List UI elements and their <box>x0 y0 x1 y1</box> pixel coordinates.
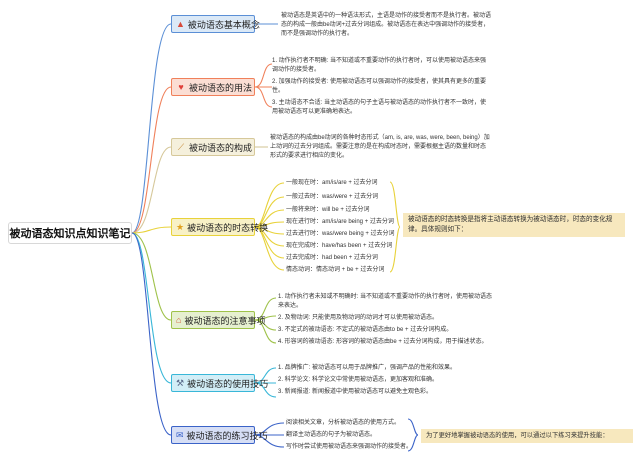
description-text: 2. 科学论文: 科学论文中常使用被动语态，更加客观和准确。 <box>278 377 439 383</box>
branch-structure[interactable]: ⟋ 被动语态的构成 <box>171 138 255 156</box>
branch-label: 被动语态的练习技巧 <box>186 430 268 441</box>
branch-label: 被动语态的注意事项 <box>184 315 266 326</box>
branch-label: 被动语态的使用技巧 <box>187 378 269 389</box>
lips-icon: ♥ <box>178 81 184 92</box>
tense-summary-note: 被动语态的时态转换是指将主动语态转换为被动语态时，时态的变化规律。具体规则如下： <box>403 213 625 237</box>
hammer-icon: ⚒ <box>176 377 185 388</box>
description-text: 被动语态的构成由be动词的各种时态形式（am, is, are, was, we… <box>270 135 490 159</box>
description-text: 1. 动作执行者未知或不明确时: 当不知道或不重要动作的执行者时，使用被动语态来… <box>278 294 493 309</box>
usage-tips-text: 1. 品牌推广: 被动语态可以用于品牌推广，强调产品的性能和效果。 2. 科学论… <box>278 364 492 400</box>
precautions-text: 1. 动作执行者未知或不明确时: 当不知道或不重要动作的执行者时，使用被动语态来… <box>278 293 492 350</box>
tense-item: 一般将来时：will be + 过去分词 <box>286 207 370 213</box>
description-text: 4. 形容词的被动语态: 形容词的被动语态由be + 过去分词构成，用于描述状态… <box>278 339 488 345</box>
branch-basic-concept[interactable]: ▲ 被动语态基本概念 <box>171 15 260 33</box>
branch-practice-tips[interactable]: ✉ 被动语态的练习技巧 <box>171 426 268 444</box>
branch-usage-tips[interactable]: ⚒ 被动语态的使用技巧 <box>171 374 268 392</box>
tense-item: 情态动词：情态动词 + be + 过去分词 <box>286 267 385 273</box>
practice-item: 阅读相关文章，分析被动语态的使用方式。 <box>286 420 401 426</box>
branch-label: 被动语态基本概念 <box>187 19 260 30</box>
branch-label: 被动语态的用法 <box>189 82 253 93</box>
chat-icon: ✉ <box>176 429 184 440</box>
basic-concept-text: 被动语态是英语中的一种语法形式，主语是动作的接受者而不是执行者。被动语态的构成一… <box>281 12 491 42</box>
central-topic[interactable]: 被动语态知识点知识笔记 <box>8 222 132 244</box>
home-icon: ⌂ <box>176 314 182 325</box>
description-text: 3. 新闻报道: 新闻报道中使用被动语态可以避免主观色彩。 <box>278 389 433 395</box>
tense-item: 一般现在时：am/is/are + 过去分词 <box>286 180 378 186</box>
tense-item: 过去进行时：was/were being + 过去分词 <box>286 231 395 237</box>
description-text: 1. 品牌推广: 被动语态可以用于品牌推广，强调产品的性能和效果。 <box>278 365 457 371</box>
description-text: 被动语态是英语中的一种语法形式，主语是动作的接受者而不是执行者。被动语态的构成一… <box>281 13 492 37</box>
description-text: 1. 动作执行者不明确: 当不知道或不重要动作的执行者时，可以使用被动语态来强调… <box>272 58 487 73</box>
usage-text: 1. 动作执行者不明确: 当不知道或不重要动作的执行者时，可以使用被动语态来强调… <box>272 57 490 120</box>
practice-item: 写作时尝试使用被动语态来强调动作的接受者。 <box>286 444 413 450</box>
branch-label: 被动语态的时态转换 <box>187 222 269 233</box>
structure-text: 被动语态的构成由be动词的各种时态形式（am, is, are, was, we… <box>270 134 490 164</box>
branch-precautions[interactable]: ⌂ 被动语态的注意事项 <box>171 311 265 329</box>
star-icon: ★ <box>176 221 185 232</box>
branch-label: 被动语态的构成 <box>189 142 253 153</box>
practice-summary-note: 为了更好地掌握被动语态的使用，可以通过以下练习来提升技能： <box>421 429 633 443</box>
tense-item: 过去完成时：had been + 过去分词 <box>286 255 378 261</box>
tense-item: 现在进行时：am/is/are being + 过去分词 <box>286 219 394 225</box>
branch-tense-conversion[interactable]: ★ 被动语态的时态转换 <box>171 218 268 236</box>
chopsticks-icon: ⟋ <box>177 141 185 152</box>
description-text: 2. 及物动词: 只能使用及物动词的动词才可以使用被动语态。 <box>278 315 439 321</box>
tense-item: 现在完成时：have/has been + 过去分词 <box>286 243 393 249</box>
practice-item: 翻译主动语态的句子为被动语态。 <box>286 432 377 438</box>
tent-icon: ▲ <box>176 18 185 29</box>
description-text: 3. 不定式的被动语态: 不定式的被动语态由to be + 过去分词构成。 <box>278 327 453 333</box>
branch-usage[interactable]: ♥ 被动语态的用法 <box>171 78 255 96</box>
tense-item: 一般过去时：was/were + 过去分词 <box>286 194 379 200</box>
description-text: 2. 加强动作的接受者: 使用被动语态可以强调动作的接受者，使其具有更多的重要性… <box>272 79 487 94</box>
description-text: 3. 主动语态不合适: 当主动语态的句子主语与被动语态的动作执行者不一致时，使用… <box>272 100 487 115</box>
